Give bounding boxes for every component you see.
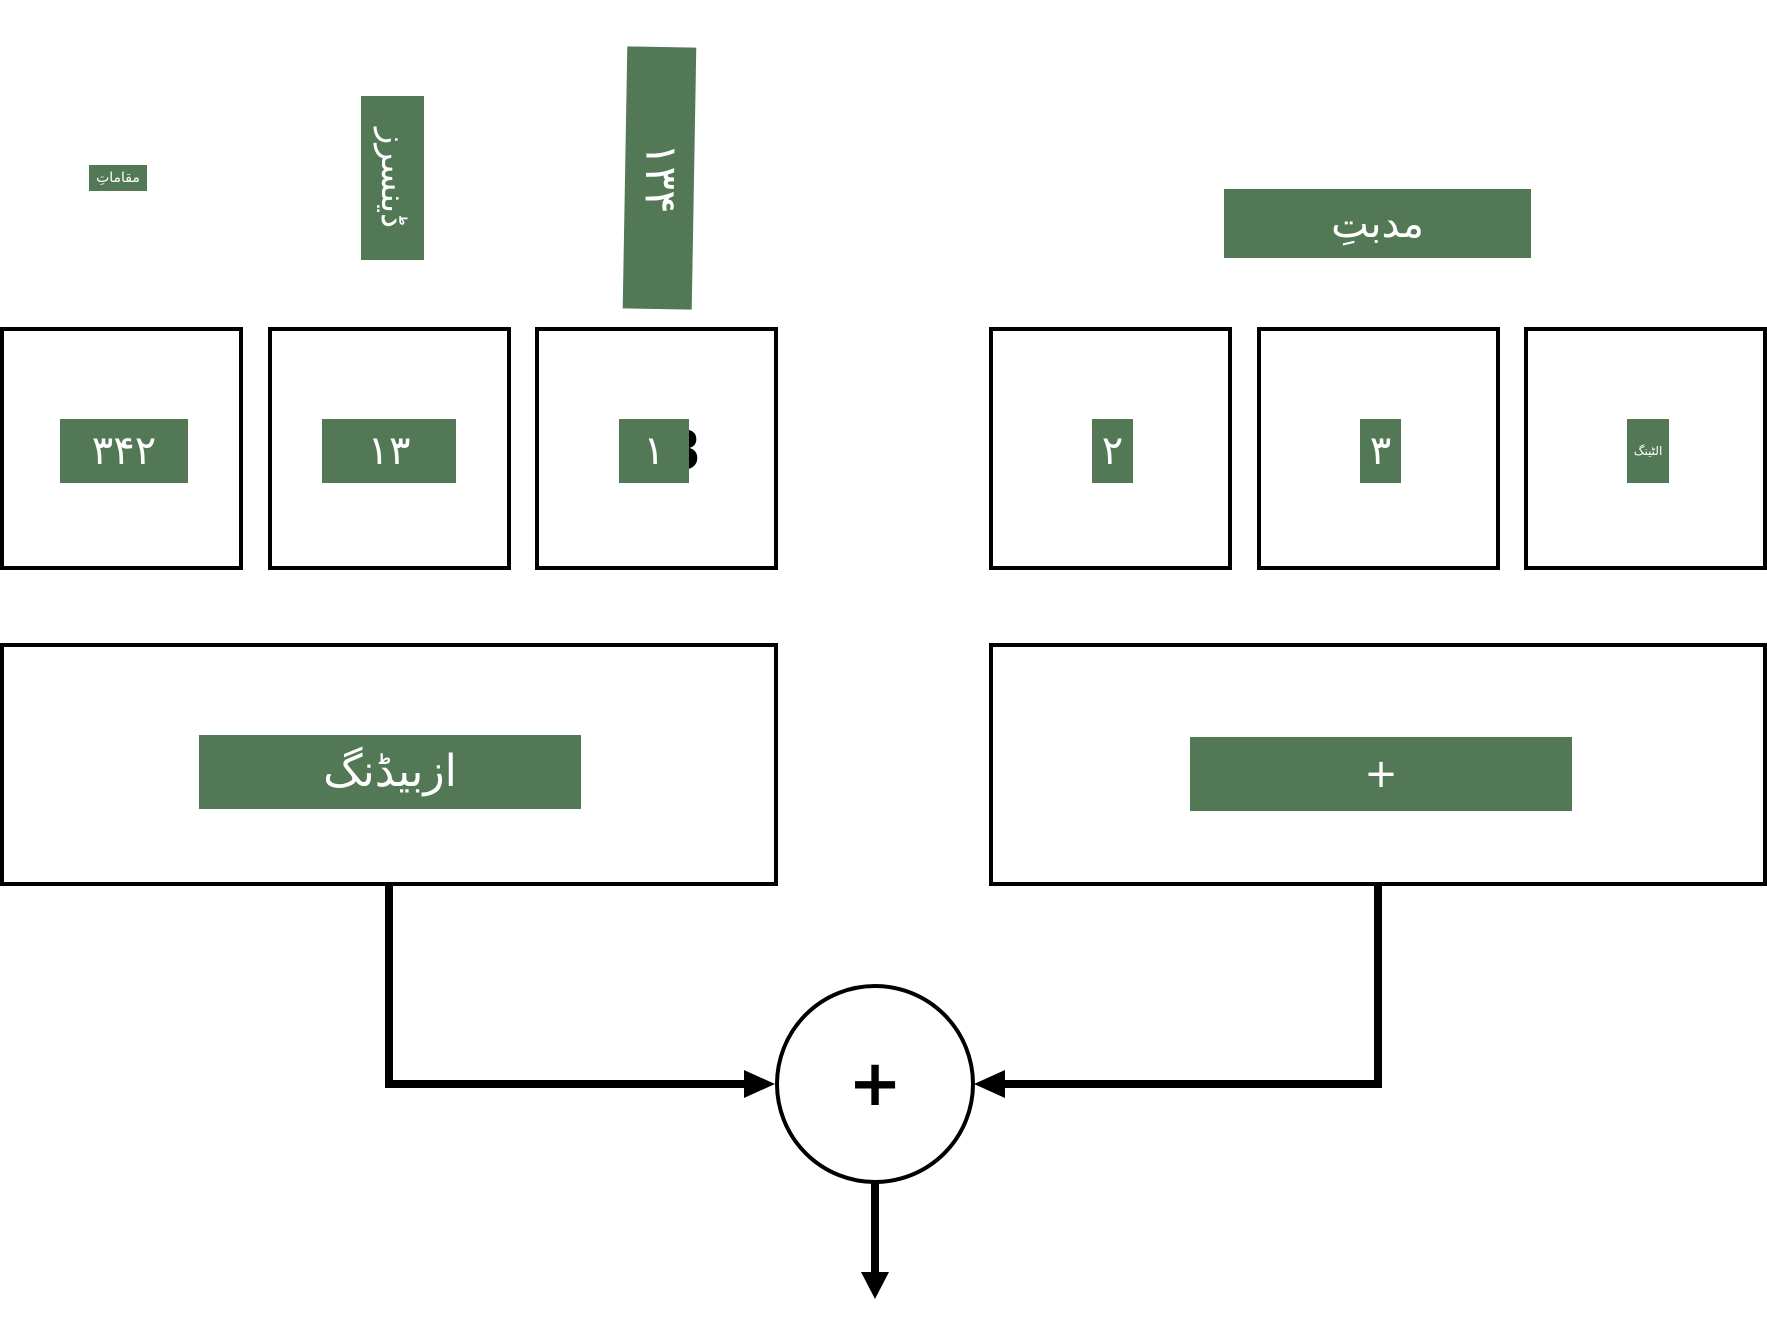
right-connector-line [1005,886,1382,1088]
sum-node-symbol: + [848,1047,902,1121]
left-cell-2: ۱۳ [268,327,511,570]
left-cell-1-label: ۳۴۲ [60,419,188,483]
right-cell-1: ۲ [989,327,1232,570]
right-cell-2: ۳ [1257,327,1500,570]
left-connector-arrowhead [744,1070,775,1098]
right-block-label: + [1190,737,1572,811]
right-block: + [989,643,1767,886]
right-cell-3: الٹینگ [1524,327,1767,570]
left-block: ازبیڈنگ [0,643,778,886]
right-connector-arrowhead [974,1070,1005,1098]
top-label-small: مقاماتِ [89,165,147,191]
output-connector-arrowhead [861,1272,889,1299]
left-cell-3: 3 ۱ [535,327,778,570]
right-cell-1-label: ۲ [1092,419,1133,483]
top-label-vertical-a: ڈینسرز [361,96,424,260]
left-block-label: ازبیڈنگ [199,735,581,809]
left-connector-line [385,886,744,1088]
top-label-wide: مدبتِ [1224,189,1531,258]
left-cell-2-label: ۱۳ [322,419,456,483]
right-cell-3-label: الٹینگ [1627,419,1669,483]
right-cell-2-label: ۳ [1360,419,1401,483]
left-cell-3-label: ۱ [619,419,689,483]
left-cell-1: ۳۴۲ [0,327,243,570]
